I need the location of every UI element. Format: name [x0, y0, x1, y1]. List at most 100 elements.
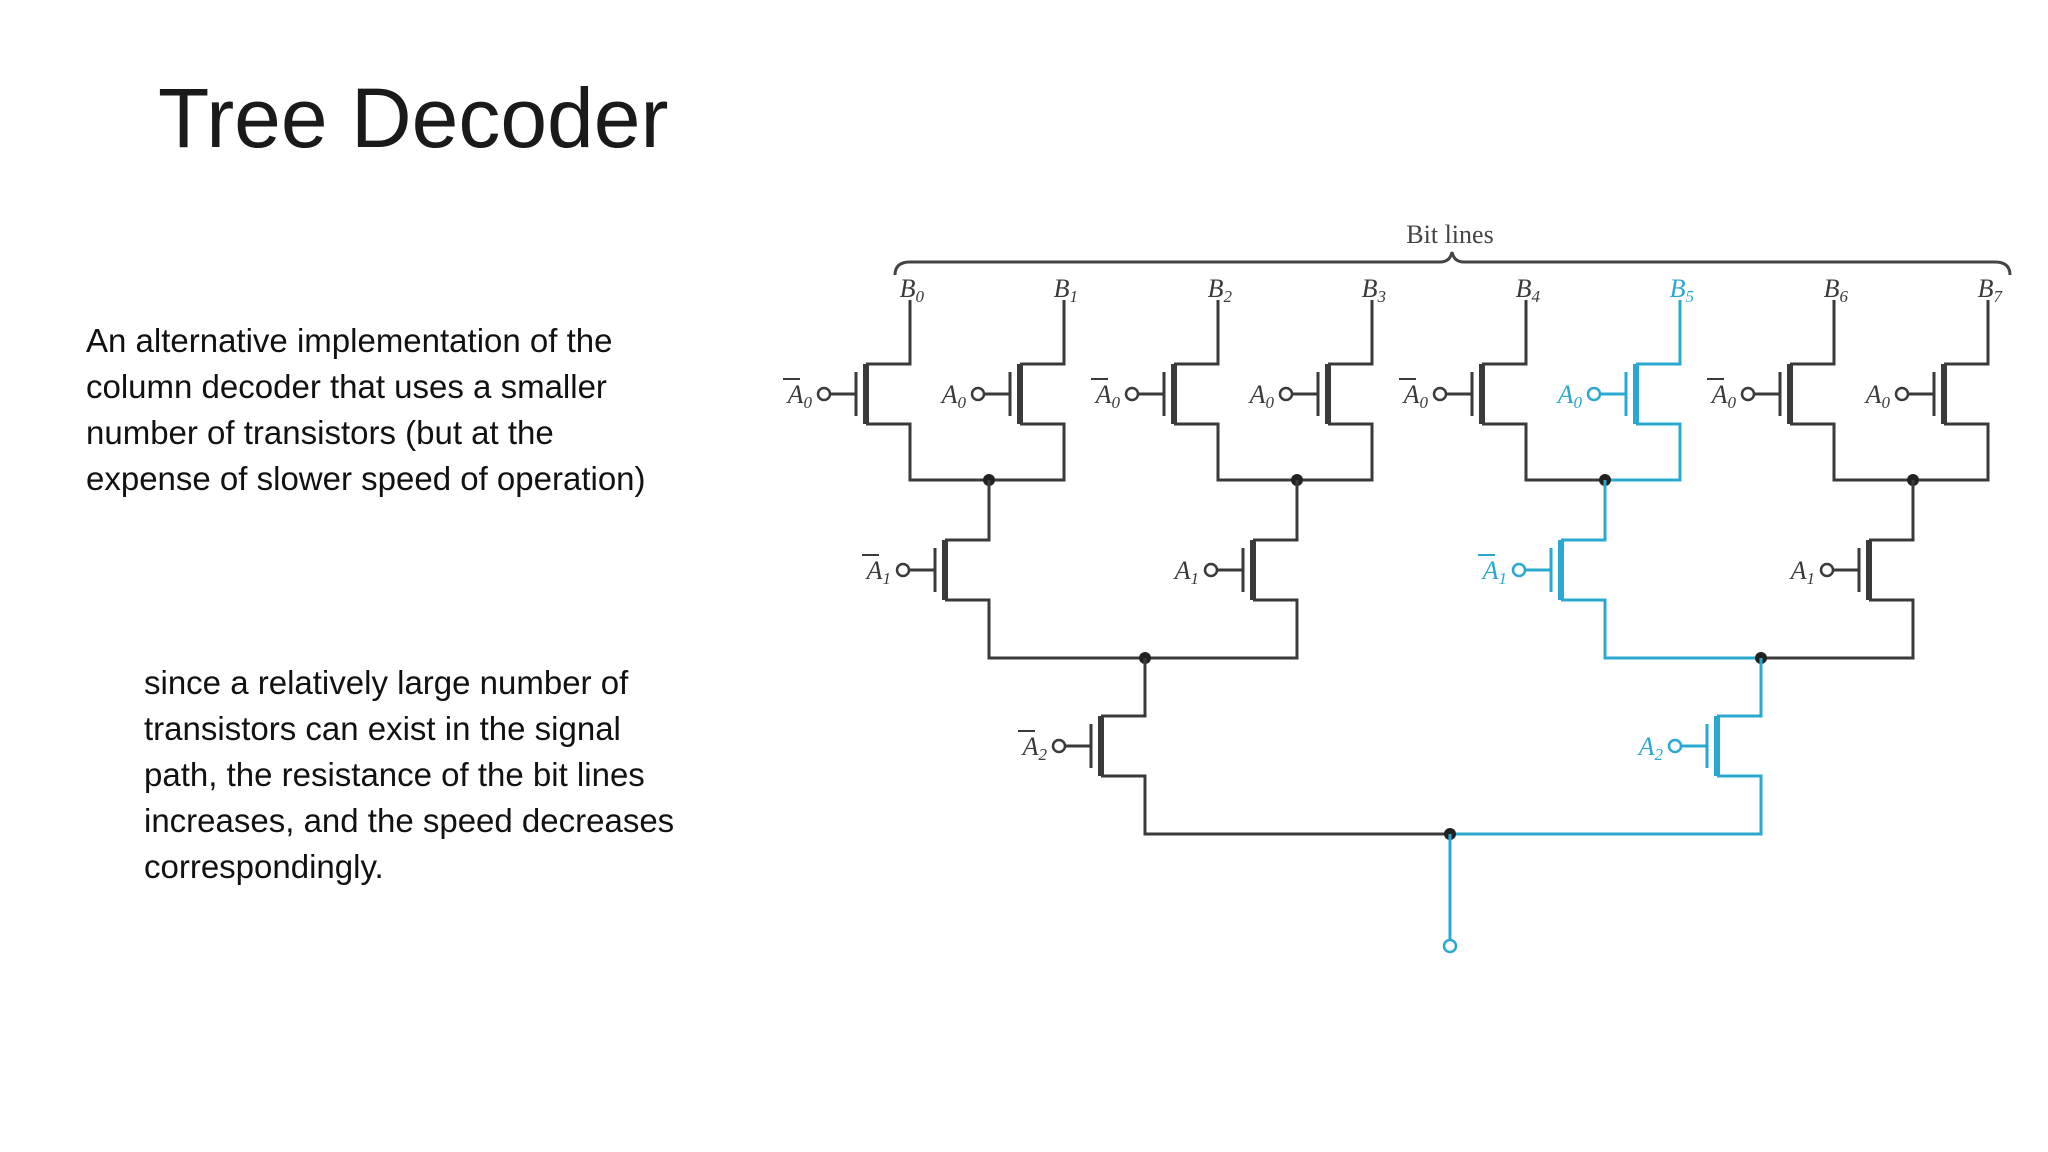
description-line: An alternative implementation of the: [86, 322, 613, 359]
gate-label: A0: [940, 380, 967, 412]
bit-line-wire: [1020, 300, 1066, 366]
gate-bubble: [1740, 386, 1756, 402]
gate-bubble: [1278, 386, 1294, 402]
bit-line-wire: [1944, 300, 1990, 366]
level2-drain-wire: [1717, 658, 1763, 718]
gate-label: A0: [1402, 380, 1429, 412]
bus-label: Bit lines: [1406, 220, 1493, 249]
bit-line-label-b0: B0: [900, 274, 925, 306]
junction-dot: [1907, 474, 1919, 486]
level1-transistor: [1203, 540, 1256, 600]
level1-drain-wire: [1561, 480, 1607, 542]
gate-label: A1: [1173, 556, 1199, 588]
level1-drain-wire: [1869, 480, 1915, 542]
bit-line-label-b2: B2: [1208, 274, 1233, 306]
junction-dot: [1291, 474, 1303, 486]
merge-wire: [866, 422, 930, 482]
gate-bubble: [1894, 386, 1910, 402]
gate-bubble: [1819, 562, 1835, 578]
bit-line-label-b3: B3: [1362, 274, 1386, 306]
gate-bubble: [1667, 738, 1683, 754]
bit-line-wire: [1636, 300, 1682, 366]
merge-wire: [1174, 422, 1238, 482]
bit-line-wire: [1482, 300, 1528, 366]
gate-label: A0: [1864, 380, 1891, 412]
level0-transistor: [1432, 364, 1485, 424]
output-merge-wire: [1101, 774, 1450, 836]
gate-bubble: [816, 386, 832, 402]
note-line: since a relatively large number of: [144, 664, 629, 701]
gate-bubble: [895, 562, 911, 578]
level0-transistor: [970, 364, 1023, 424]
level1-merge-wire: [1145, 598, 1299, 660]
gate-label: A0: [786, 380, 813, 412]
gate-bubble: [1124, 386, 1140, 402]
level1-drain-wire: [1253, 480, 1299, 542]
gate-label: A1: [1789, 556, 1815, 588]
description-line: column decoder that uses a smaller: [86, 368, 607, 405]
gate-label: A0: [1556, 380, 1583, 412]
description-line: expense of slower speed of operation): [86, 460, 646, 497]
merge-wire: [1297, 422, 1374, 482]
gate-bubble: [1432, 386, 1448, 402]
level2-drain-wire: [1101, 658, 1147, 718]
junction-dot: [1139, 652, 1151, 664]
merge-wire: [1605, 422, 1682, 482]
note-line: path, the resistance of the bit lines: [144, 756, 645, 793]
level1-transistor: [895, 540, 948, 600]
slide-title: Tree Decoder: [158, 71, 669, 165]
level1-drain-wire: [945, 480, 991, 542]
merge-wire: [1790, 422, 1854, 482]
gate-label: A2: [1637, 732, 1664, 764]
bit-line-wire: [1790, 300, 1836, 366]
gate-label: A0: [1094, 380, 1121, 412]
bit-line-label-b6: B6: [1824, 274, 1849, 306]
gate-label: A0: [1248, 380, 1275, 412]
note-line: correspondingly.: [144, 848, 384, 885]
gate-bubble: [1586, 386, 1602, 402]
junction-dot: [983, 474, 995, 486]
level2-transistor: [1051, 716, 1104, 776]
speed-note-paragraph: since a relatively large number of trans…: [144, 660, 734, 890]
level0-transistor: [1740, 364, 1793, 424]
description-paragraph: An alternative implementation of the col…: [86, 318, 726, 502]
gate-bubble: [1511, 562, 1527, 578]
note-line: transistors can exist in the signal: [144, 710, 621, 747]
level0-transistor: [1586, 364, 1639, 424]
gate-label: A0: [1710, 380, 1737, 412]
bit-line-label-b7: B7: [1978, 274, 2004, 306]
junction-dot: [1599, 474, 1611, 486]
merge-wire: [1482, 422, 1546, 482]
gate-bubble: [970, 386, 986, 402]
note-line: increases, and the speed decreases: [144, 802, 675, 839]
merge-wire: [1913, 422, 1990, 482]
merge-wire: [989, 422, 1066, 482]
output-terminal: [1442, 938, 1458, 954]
bit-lines-brace: [893, 251, 2012, 276]
level1-transistor: [1819, 540, 1872, 600]
gate-label: A1: [865, 556, 891, 588]
level1-merge-wire: [1561, 598, 1761, 660]
bit-line-wire: [866, 300, 912, 366]
level1-merge-wire: [945, 598, 1145, 660]
level0-transistor: [1124, 364, 1177, 424]
bit-line-label-b1: B1: [1054, 274, 1078, 306]
bit-line-wire: [1328, 300, 1374, 366]
level0-transistor: [1894, 364, 1947, 424]
junction-dot: [1755, 652, 1767, 664]
gate-bubble: [1051, 738, 1067, 754]
output-junction-dot: [1444, 828, 1456, 840]
description-line: number of transistors (but at the: [86, 414, 554, 451]
gate-bubble: [1203, 562, 1219, 578]
gate-label: A1: [1481, 556, 1507, 588]
gate-label: A2: [1021, 732, 1048, 764]
bit-line-label-b5: B5: [1670, 274, 1694, 306]
level1-transistor: [1511, 540, 1564, 600]
level0-transistor: [816, 364, 869, 424]
level0-transistor: [1278, 364, 1331, 424]
bit-line-label-b4: B4: [1516, 274, 1541, 306]
level1-merge-wire: [1761, 598, 1915, 660]
bit-line-wire: [1174, 300, 1220, 366]
output-merge-wire: [1450, 774, 1763, 836]
